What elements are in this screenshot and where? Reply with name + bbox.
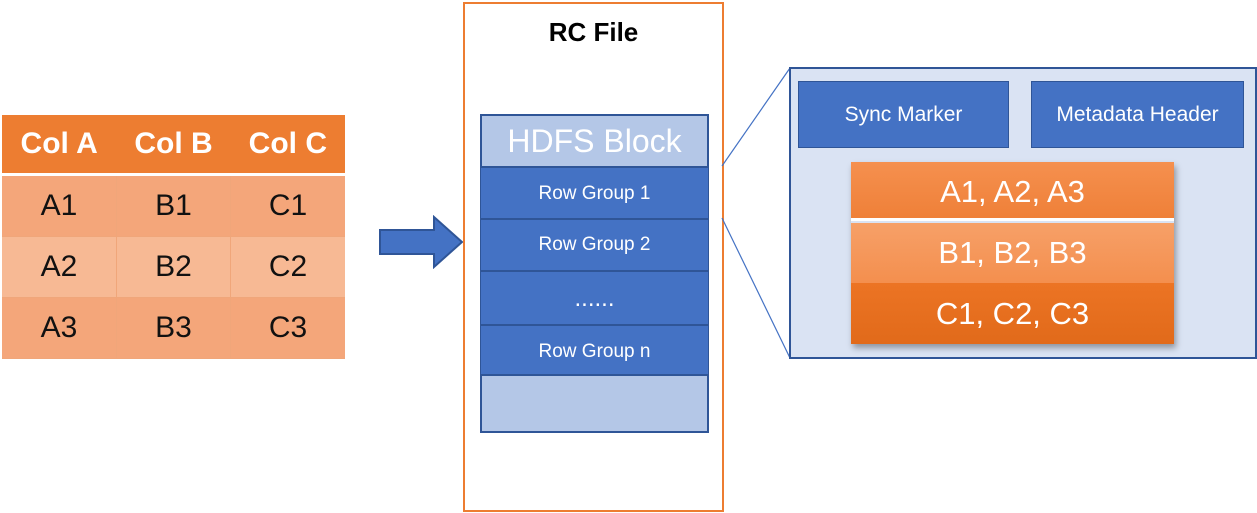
table-row: A2 B2 C2: [2, 236, 345, 298]
table-cell: A3: [2, 297, 117, 359]
table-header-row: Col A Col B Col C: [2, 115, 345, 176]
column-c-values: C1, C2, C3: [851, 283, 1174, 344]
zoom-connector-lines: [721, 67, 791, 359]
table-cell: B3: [115, 297, 231, 359]
table-row: A1 B1 C1: [2, 174, 345, 237]
sync-marker-box: Sync Marker: [798, 81, 1009, 148]
table-header-cell: Col B: [116, 115, 231, 176]
row-group-2: Row Group 2: [481, 218, 708, 270]
table-cell: A2: [2, 236, 117, 298]
metadata-header-box: Metadata Header: [1031, 81, 1244, 148]
table-cell: B2: [115, 236, 231, 298]
rc-file-title: RC File: [548, 17, 639, 47]
table-cell: C3: [230, 297, 345, 359]
table-cell: B1: [115, 174, 231, 237]
column-a-values: A1, A2, A3: [851, 162, 1174, 221]
table-cell: C1: [230, 174, 345, 237]
right-arrow-icon: [379, 215, 464, 269]
table-row: A3 B3 C3: [2, 297, 345, 359]
table-cell: A1: [2, 174, 117, 237]
table-header-cell: Col A: [2, 115, 117, 176]
row-group-n: Row Group n: [481, 324, 708, 376]
row-group-ellipsis: ......: [481, 270, 708, 324]
source-table: Col A Col B Col C A1 B1 C1 A2 B2 C2 A3 B…: [2, 115, 345, 359]
column-data-stack: A1, A2, A3 B1, B2, B3 C1, C2, C3: [851, 162, 1174, 344]
hdfs-block-label: HDFS Block: [507, 123, 682, 159]
column-b-values: B1, B2, B3: [851, 223, 1174, 283]
table-cell: C2: [230, 236, 345, 298]
row-group-1: Row Group 1: [481, 166, 708, 218]
table-header-cell: Col C: [230, 115, 345, 176]
